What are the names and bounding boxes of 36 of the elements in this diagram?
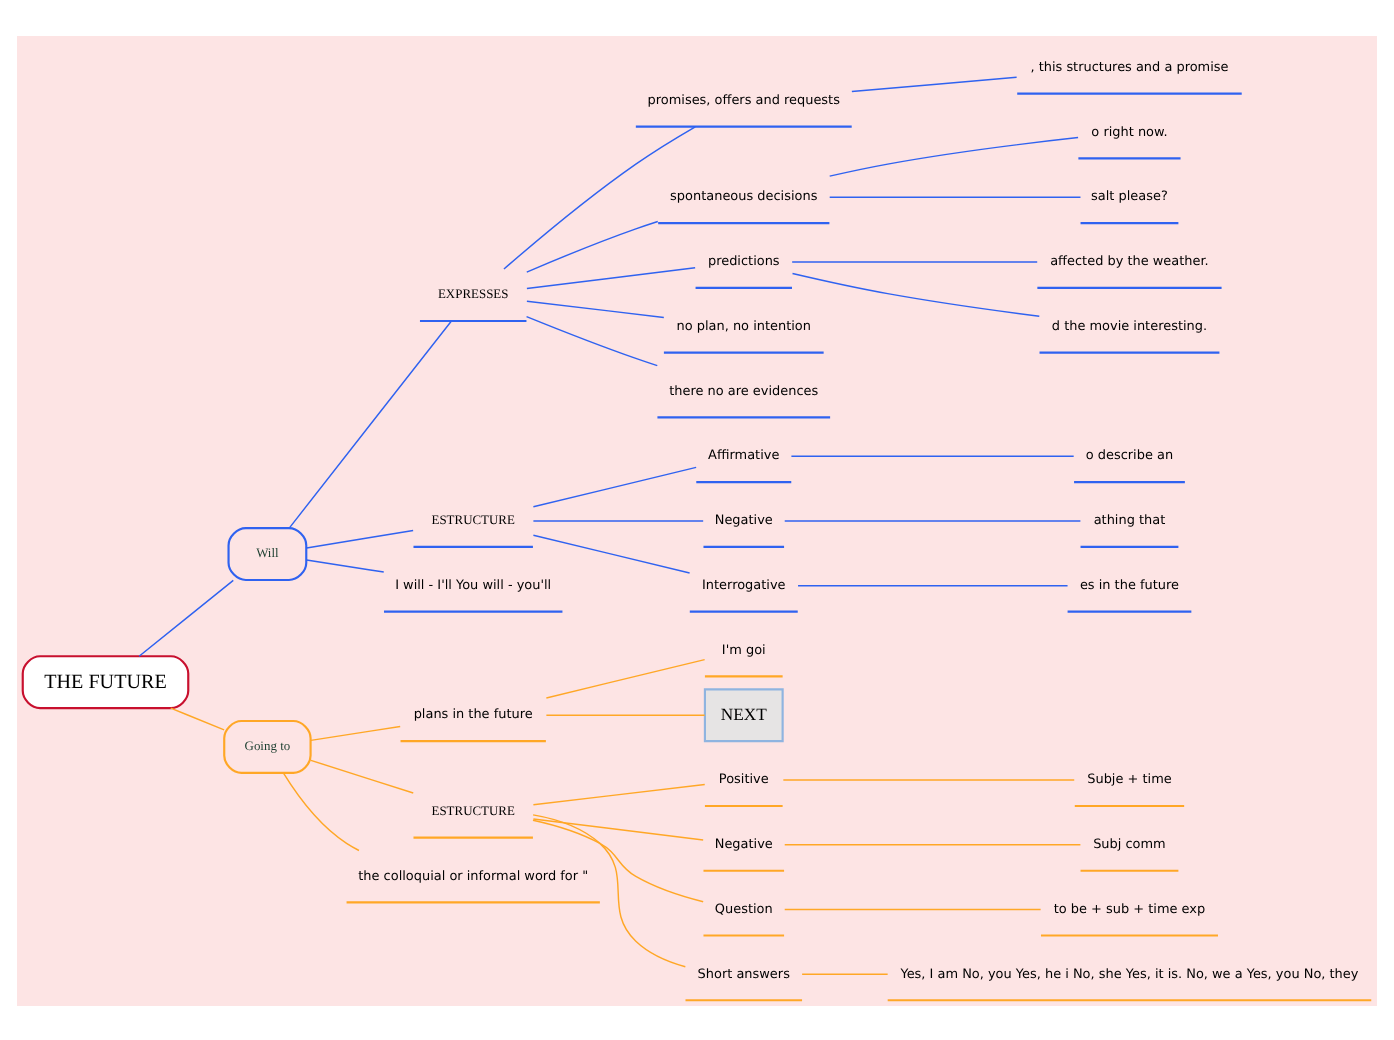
- connector: [791, 260, 1038, 262]
- connector: [310, 724, 401, 741]
- connector: [801, 972, 889, 975]
- connector: [170, 706, 225, 730]
- connector: [532, 519, 704, 521]
- connector: [532, 817, 704, 840]
- connector: [532, 465, 697, 507]
- connector: [305, 528, 414, 548]
- node-box: THE FUTURE: [21, 654, 190, 709]
- connector: [503, 125, 696, 269]
- connector: [526, 299, 665, 318]
- connector: [532, 813, 687, 967]
- node-box: NEXT: [703, 687, 784, 742]
- connector: [851, 75, 1018, 92]
- connector: [545, 713, 706, 715]
- connector: [532, 818, 704, 902]
- connector: [784, 907, 1042, 910]
- connector: [532, 533, 691, 573]
- connector: [782, 778, 1075, 780]
- connector: [790, 454, 1075, 456]
- connector: [828, 195, 1082, 197]
- connector: [138, 578, 234, 656]
- connector: [288, 319, 453, 528]
- connector: [791, 271, 1040, 316]
- connector: [828, 135, 1079, 176]
- connector: [282, 771, 360, 851]
- connector: [525, 314, 658, 366]
- connector: [526, 219, 659, 272]
- connector: [305, 558, 385, 572]
- connector: [784, 519, 1082, 521]
- connector: [545, 657, 706, 698]
- connector: [532, 782, 706, 805]
- connector: [310, 758, 414, 793]
- connector: [784, 843, 1082, 845]
- connector: [797, 584, 1069, 586]
- connector: [526, 266, 696, 289]
